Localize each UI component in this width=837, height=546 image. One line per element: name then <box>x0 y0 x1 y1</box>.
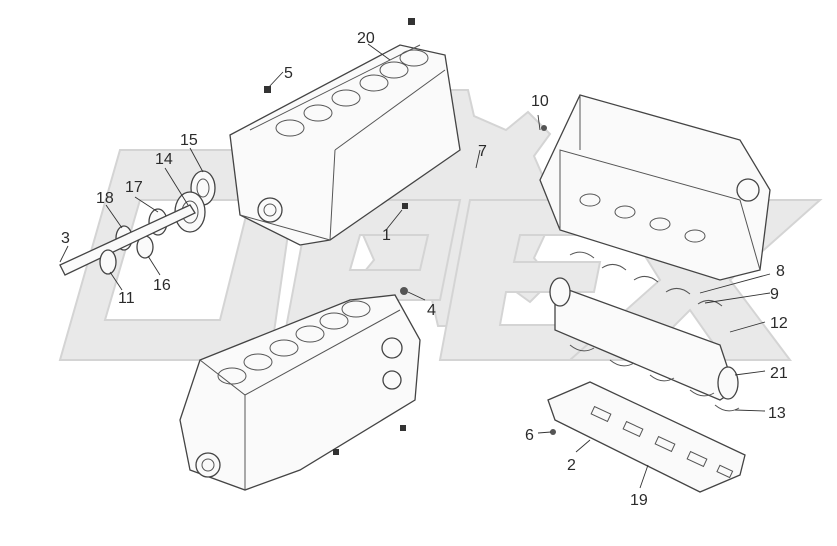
fasteners <box>264 18 556 455</box>
callout-9: 9 <box>770 286 779 303</box>
callout-12: 12 <box>770 315 788 332</box>
callout-7: 7 <box>478 143 487 160</box>
callout-6: 6 <box>525 427 534 444</box>
callout-15: 15 <box>180 132 198 149</box>
callout-1: 1 <box>382 227 391 244</box>
callout-21: 21 <box>770 365 788 382</box>
callout-10: 10 <box>531 93 549 110</box>
callout-11: 11 <box>118 290 135 307</box>
leader-lines <box>59 43 771 489</box>
callout-5: 5 <box>284 65 293 82</box>
callout-13: 13 <box>768 405 786 422</box>
engine-block-right <box>539 94 771 281</box>
gear-hub <box>257 197 283 223</box>
engine-block-top <box>229 44 461 246</box>
callout-14: 14 <box>155 151 173 168</box>
callout-18: 18 <box>96 190 114 207</box>
engine-block-bottom <box>179 294 421 491</box>
callout-16: 16 <box>153 277 171 294</box>
callout-19: 19 <box>630 492 648 509</box>
timing-gear-assembly <box>59 170 216 276</box>
callout-3: 3 <box>61 230 70 247</box>
lower-frame <box>547 381 746 493</box>
callout-4: 4 <box>427 302 436 319</box>
callout-8: 8 <box>776 263 785 280</box>
crankshaft-assembly <box>549 251 740 412</box>
callout-20: 20 <box>357 30 375 47</box>
callout-labels: 1 2 3 4 5 6 7 8 9 10 11 12 13 14 15 16 1… <box>61 30 788 509</box>
callout-17: 17 <box>125 179 143 196</box>
callout-2: 2 <box>567 457 576 474</box>
shaft <box>59 204 196 276</box>
